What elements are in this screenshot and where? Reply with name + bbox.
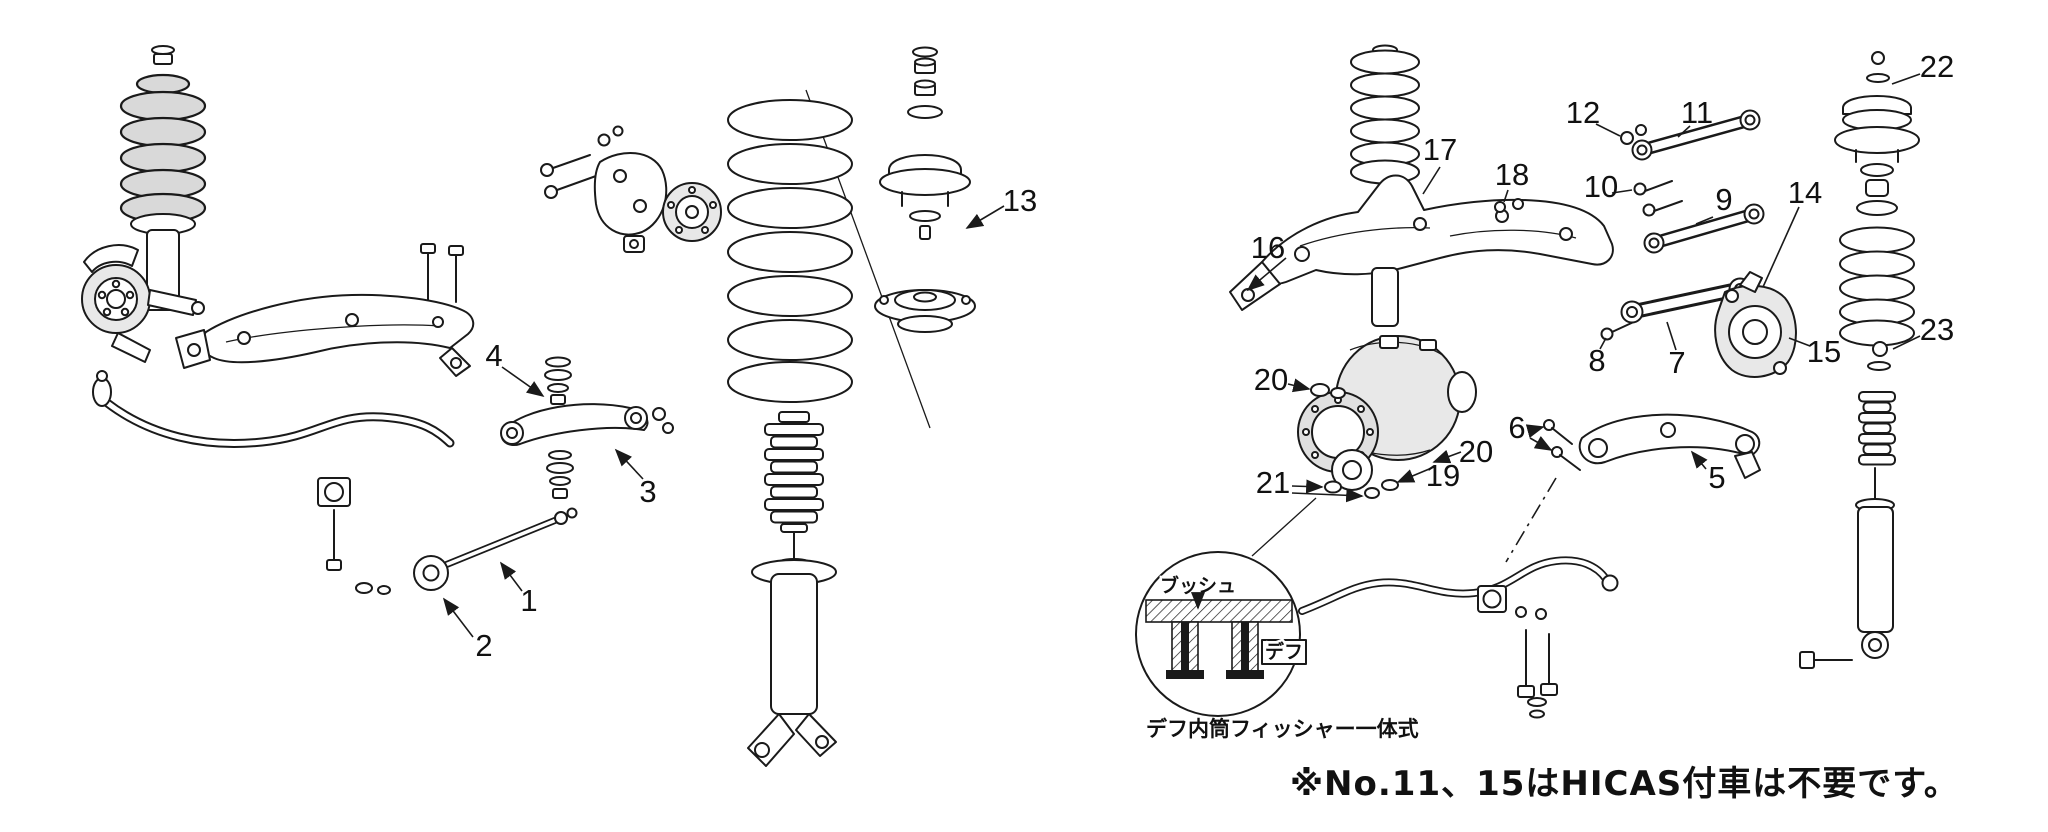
callout-2: 2 (475, 628, 492, 663)
lower-arm-bolts (1543, 419, 1581, 471)
diff-mount-washers (1310, 383, 1399, 499)
callout-12: 12 (1566, 95, 1600, 130)
inset-caption: デフ内筒フィッシャー一体式 (1146, 717, 1419, 741)
callout-numbers: 1 2 3 4 5 6 7 8 9 10 11 12 13 14 15 16 1… (475, 49, 1954, 663)
front-transverse-link (500, 356, 674, 499)
callout-16: 16 (1251, 230, 1285, 265)
inset-bush-label: ブッシュ (1160, 574, 1236, 597)
front-subframe (175, 243, 475, 377)
callout-3: 3 (639, 474, 656, 509)
inset-diff-label: デフ (1265, 640, 1303, 663)
callout-20b: 20 (1459, 434, 1493, 469)
callout-19: 19 (1426, 458, 1460, 493)
rear-middle-link (1643, 203, 1765, 254)
callout-4: 4 (485, 338, 502, 373)
strut-mount-parts-stack (874, 46, 976, 333)
callout-5: 5 (1708, 460, 1725, 495)
rear-upper-link (1620, 109, 1761, 161)
rear-shock-column (1799, 51, 1920, 669)
callout-18: 18 (1495, 157, 1529, 192)
hicas-footnote: ※No.11、15はHICAS付車は不要です。 (1290, 764, 1959, 804)
dust-boot (764, 411, 824, 533)
front-knuckle-hub (81, 244, 205, 363)
rear-subframe (1229, 174, 1614, 327)
rear-stabilizer-bar (1251, 477, 1619, 615)
rear-knuckle (1714, 271, 1797, 378)
callout-17: 17 (1423, 132, 1457, 167)
callout-13: 13 (1003, 183, 1037, 218)
stabilizer-clamp-and-bolt (317, 477, 391, 595)
callout-15: 15 (1807, 334, 1841, 369)
front-strut-assembly (119, 45, 207, 311)
front-stabilizer-bar (92, 370, 455, 448)
callout-14: 14 (1788, 175, 1822, 210)
front-coil-spring (727, 99, 853, 403)
callout-11: 11 (1681, 95, 1713, 130)
rear-link-bolts (1633, 180, 1683, 217)
callout-7: 7 (1668, 345, 1685, 380)
callout-9: 9 (1715, 182, 1732, 217)
callout-22: 22 (1920, 49, 1954, 84)
rear-coil-spring (1350, 44, 1420, 185)
callout-23: 23 (1920, 312, 1954, 347)
callout-20a: 20 (1254, 362, 1288, 397)
front-shock-absorber (747, 531, 837, 767)
strut-axis-line (805, 89, 931, 429)
differential (1297, 335, 1477, 491)
front-tension-rod (413, 507, 578, 591)
bush-inset-diagram: ブッシュ デフ デフ内筒フィッシャー一体式 (1135, 551, 1419, 741)
callout-6: 6 (1508, 410, 1525, 445)
subframe-bolts (420, 243, 464, 303)
callout-10: 10 (1584, 169, 1618, 204)
leader-lines (442, 73, 1921, 638)
callout-8: 8 (1588, 343, 1605, 378)
callout-1: 1 (520, 583, 537, 618)
caster-bracket-and-hub (540, 125, 722, 253)
stabilizer-drop-link (1515, 606, 1558, 719)
rear-lower-arm (1543, 413, 1761, 479)
callout-21: 21 (1256, 465, 1290, 500)
